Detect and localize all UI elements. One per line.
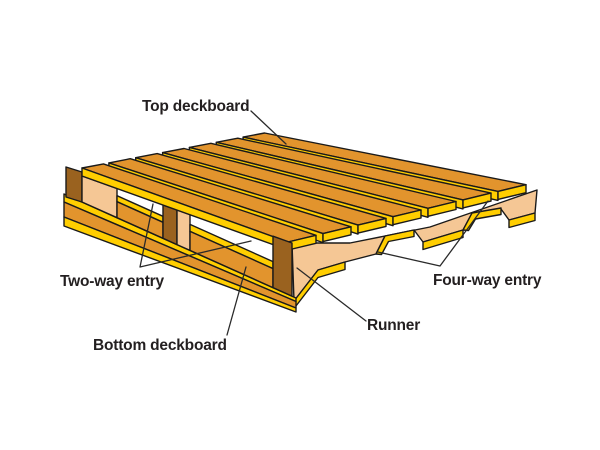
deckboard-end-3 [357, 217, 387, 234]
label-top-deckboard: Top deckboard [142, 98, 249, 115]
label-runner: Runner [367, 317, 420, 334]
leader-top-deckboard [250, 110, 287, 145]
leader-runner [296, 267, 367, 322]
deckboard-end-4 [392, 209, 422, 226]
label-four-way-entry: Four-way entry [433, 272, 542, 289]
runner-bottom-trim-middle [422, 229, 464, 251]
labels: Top deckboard Two-way entry Bottom deckb… [60, 98, 542, 354]
deckboard-end-6 [462, 192, 492, 209]
label-bottom-deckboard: Bottom deckboard [93, 337, 227, 354]
bottom-deckboard-bottom-trim [63, 216, 297, 313]
four-way-notch-trim-2 [462, 207, 502, 232]
deckboard-end-7 [497, 183, 527, 201]
runner-bottom-trim-right [508, 212, 536, 229]
corner-stringer-end-face [272, 235, 293, 297]
runner-side-face [291, 189, 538, 310]
deckboard-end-5 [427, 200, 457, 218]
leader-four-way-entry [377, 200, 489, 267]
deckboard-end-faces [287, 183, 527, 251]
deckboard-end-2 [322, 226, 352, 243]
leader-two-way-entry [139, 203, 252, 268]
leader-bottom-deckboard [226, 266, 247, 336]
center-stringer-end-face [176, 209, 191, 252]
left-stringer-outer-edge [65, 166, 83, 203]
top-deckboards [81, 132, 527, 251]
center-stringer-side-shade [162, 204, 178, 246]
leader-lines [139, 110, 489, 336]
label-two-way-entry: Two-way entry [60, 273, 164, 290]
four-way-notch-trim-1 [375, 229, 415, 256]
front-left-face [63, 166, 297, 313]
